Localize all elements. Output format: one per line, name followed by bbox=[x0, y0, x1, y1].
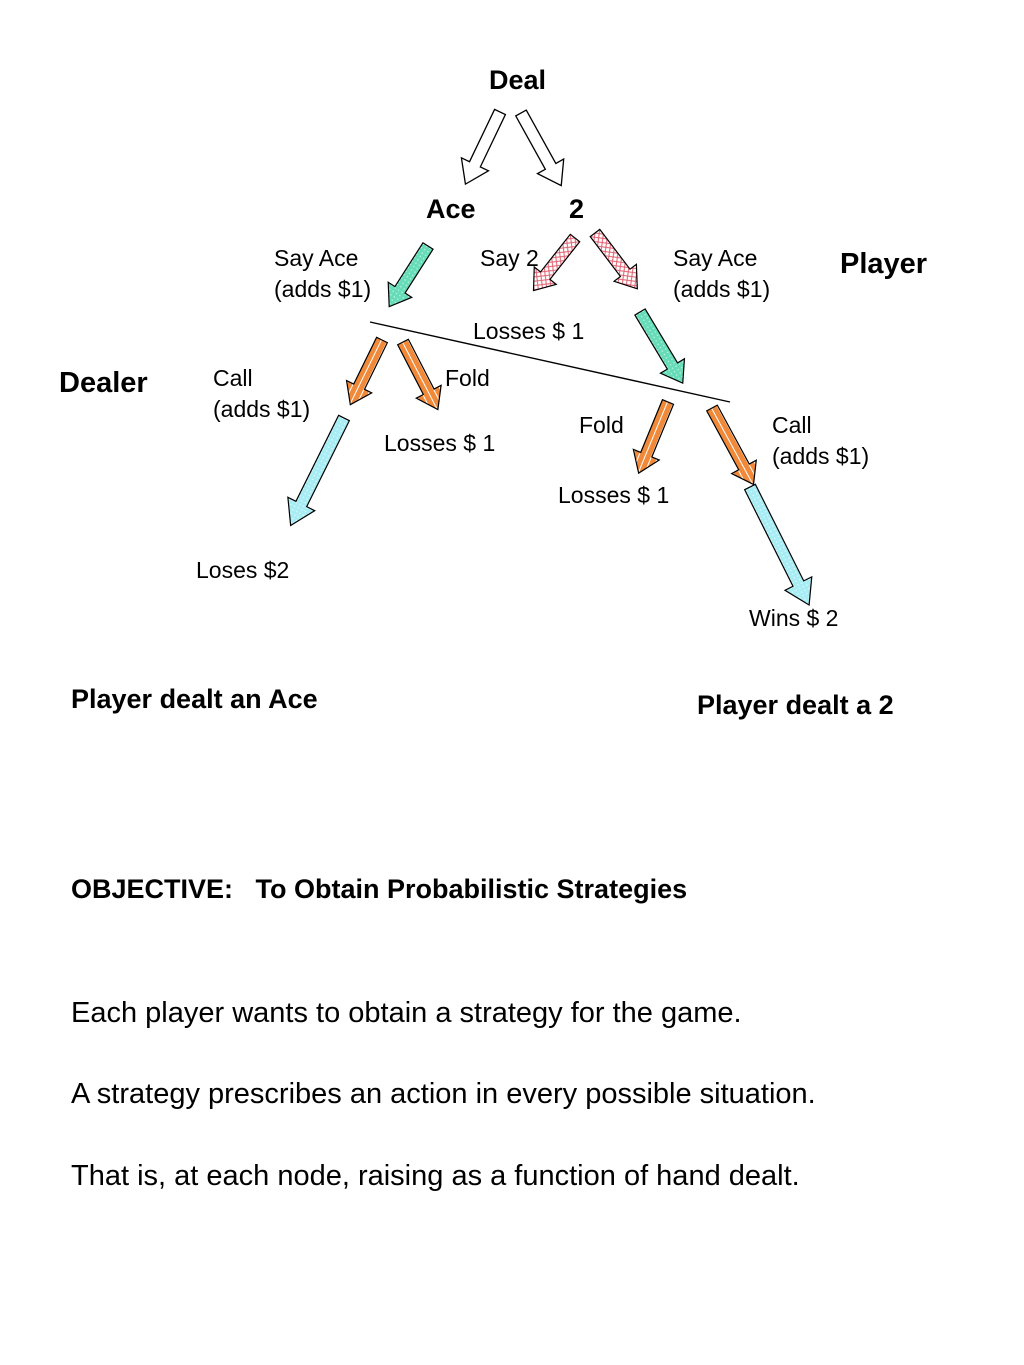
ace-node-label: Ace bbox=[426, 194, 476, 224]
dealer-role-label: Dealer bbox=[59, 367, 148, 399]
fold-outcome-label-ace: Losses $ 1 bbox=[384, 430, 496, 456]
call-outcome-label-two: Wins $ 2 bbox=[749, 605, 839, 631]
say-ace-arrow-two-first bbox=[589, 228, 638, 290]
paragraph-3: That is, at each node, raising as a func… bbox=[71, 1160, 800, 1192]
say-two-arrow bbox=[532, 233, 581, 292]
caption-two: Player dealt a 2 bbox=[697, 690, 894, 720]
outcome-arrow-ace-call bbox=[287, 414, 351, 527]
say-ace-arrow-two-second bbox=[634, 308, 686, 385]
dealer-call-arrow-two bbox=[705, 404, 757, 486]
say-ace-label-ace: Say Ace (adds $1) bbox=[274, 245, 372, 302]
game-tree-diagram bbox=[287, 108, 813, 607]
caption-ace: Player dealt an Ace bbox=[71, 684, 318, 714]
objective-heading: OBJECTIVE: To Obtain Probabilistic Strat… bbox=[71, 874, 688, 904]
deal-node-label: Deal bbox=[489, 65, 547, 95]
say-ace-label-two: Say Ace (adds $1) bbox=[673, 245, 771, 302]
fold-label-ace: Fold bbox=[445, 365, 490, 391]
call-label-ace: Call (adds $1) bbox=[213, 365, 311, 422]
say-ace-arrow-ace bbox=[387, 241, 434, 308]
two-node-label: 2 bbox=[569, 194, 585, 224]
dealer-call-arrow-ace bbox=[345, 336, 389, 406]
deal-to-two-arrow bbox=[514, 109, 565, 187]
say-two-label: Say 2 bbox=[480, 245, 539, 271]
dealer-fold-arrow-two bbox=[632, 398, 675, 475]
information-set-line bbox=[369, 321, 731, 403]
paragraph-1: Each player wants to obtain a strategy f… bbox=[71, 997, 742, 1029]
fold-outcome-label-two: Losses $ 1 bbox=[558, 482, 670, 508]
outcome-arrow-two-call bbox=[743, 483, 813, 607]
call-outcome-label-ace: Loses $2 bbox=[196, 557, 290, 583]
say-two-outcome-label: Losses $ 1 bbox=[473, 318, 585, 344]
dealer-fold-arrow-ace bbox=[396, 338, 442, 411]
call-label-two: Call (adds $1) bbox=[772, 412, 870, 469]
player-role-label: Player bbox=[840, 248, 928, 280]
deal-to-ace-arrow bbox=[460, 108, 507, 186]
fold-label-two: Fold bbox=[579, 412, 624, 438]
paragraph-2: A strategy prescribes an action in every… bbox=[71, 1078, 816, 1110]
